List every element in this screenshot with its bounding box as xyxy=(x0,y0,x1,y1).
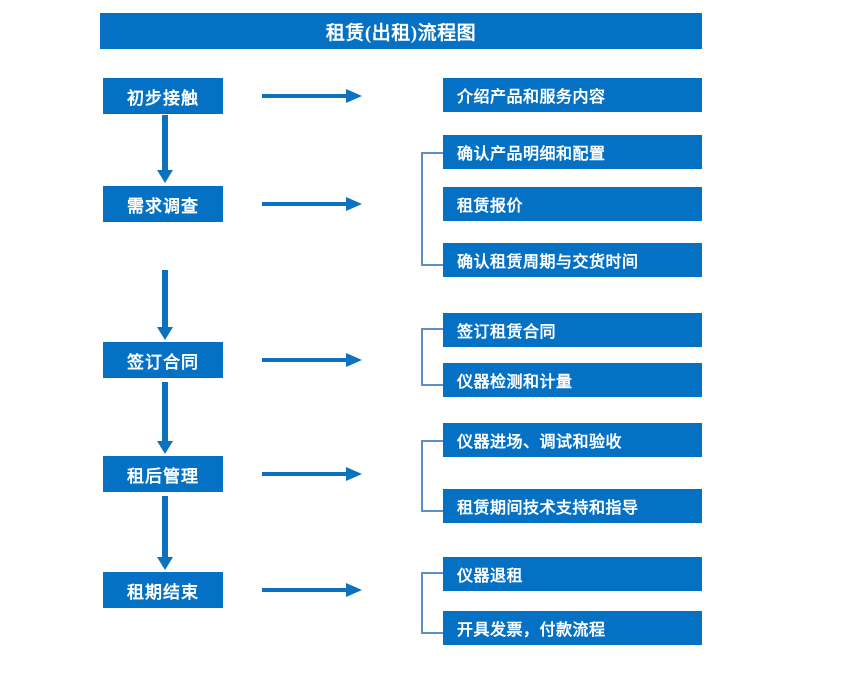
stage-to-details-arrow-5 xyxy=(262,582,362,598)
stage-to-details-arrow-4 xyxy=(262,466,362,482)
detail-box-2-1[interactable]: 确认产品明细和配置 xyxy=(443,135,702,169)
detail-box-2-2[interactable]: 租赁报价 xyxy=(443,187,702,221)
arrow-shaft xyxy=(262,358,348,362)
arrow-head-icon xyxy=(346,353,362,367)
stage-to-details-arrow-1 xyxy=(262,88,362,104)
arrow-shaft xyxy=(162,496,168,557)
arrow-head-icon xyxy=(346,197,362,211)
arrow-shaft xyxy=(162,270,168,327)
stage-box-1[interactable]: 初步接触 xyxy=(103,78,223,114)
stage-to-stage-arrow-2 xyxy=(157,270,173,340)
flowchart-title: 租赁(出租)流程图 xyxy=(100,13,702,49)
stage-box-4[interactable]: 租后管理 xyxy=(103,456,223,492)
arrow-shaft xyxy=(262,94,348,98)
detail-box-3-2[interactable]: 仪器检测和计量 xyxy=(443,363,702,397)
detail-box-5-2[interactable]: 开具发票，付款流程 xyxy=(443,611,702,645)
arrow-head-icon xyxy=(157,327,173,340)
stage-box-2[interactable]: 需求调查 xyxy=(103,186,223,222)
stage-to-stage-arrow-1 xyxy=(157,115,173,183)
arrow-head-icon xyxy=(346,467,362,481)
arrow-head-icon xyxy=(346,89,362,103)
group-bracket-3 xyxy=(421,328,443,386)
detail-box-1-1[interactable]: 介绍产品和服务内容 xyxy=(443,78,702,112)
detail-box-2-3[interactable]: 确认租赁周期与交货时间 xyxy=(443,243,702,277)
detail-box-4-2[interactable]: 租赁期间技术支持和指导 xyxy=(443,489,702,523)
group-bracket-4 xyxy=(421,440,443,512)
stage-box-3[interactable]: 签订合同 xyxy=(103,342,223,378)
arrow-head-icon xyxy=(157,441,173,454)
stage-to-stage-arrow-4 xyxy=(157,496,173,570)
arrow-shaft xyxy=(162,382,168,441)
stage-to-details-arrow-2 xyxy=(262,196,362,212)
stage-to-details-arrow-3 xyxy=(262,352,362,368)
group-bracket-5 xyxy=(421,572,443,634)
arrow-head-icon xyxy=(346,583,362,597)
arrow-shaft xyxy=(262,472,348,476)
detail-box-5-1[interactable]: 仪器退租 xyxy=(443,557,702,591)
arrow-head-icon xyxy=(157,170,173,183)
stage-box-5[interactable]: 租期结束 xyxy=(103,572,223,608)
stage-to-stage-arrow-3 xyxy=(157,382,173,454)
arrow-shaft xyxy=(262,202,348,206)
group-bracket-2 xyxy=(421,152,443,266)
arrow-shaft xyxy=(162,115,168,170)
arrow-head-icon xyxy=(157,557,173,570)
arrow-shaft xyxy=(262,588,348,592)
detail-box-4-1[interactable]: 仪器进场、调试和验收 xyxy=(443,423,702,457)
detail-box-3-1[interactable]: 签订租赁合同 xyxy=(443,313,702,347)
